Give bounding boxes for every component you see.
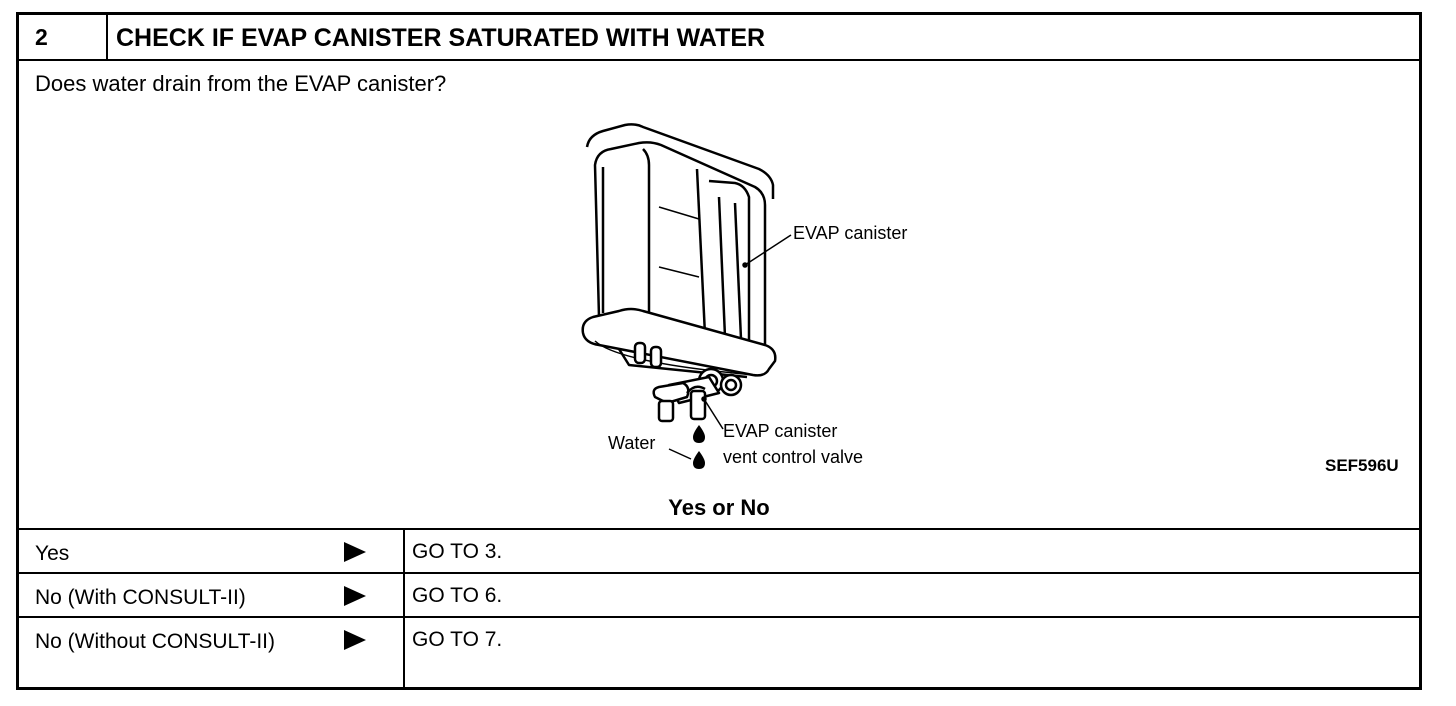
label-water: Water [608,433,656,453]
question-text: Does water drain from the EVAP canister? [35,71,447,96]
result-action: GO TO 6. [412,584,503,607]
result-condition: Yes [35,542,70,565]
figure-code: SEF596U [1325,456,1399,475]
right-arrow-icon [344,586,366,606]
right-arrow-icon [344,630,366,650]
evap-canister-figure: EVAP canister EVAP canister vent control… [559,107,979,487]
result-row: Yes GO TO 3. [19,528,1419,572]
decision-prompt: Yes or No [668,495,770,520]
step-header: 2 CHECK IF EVAP CANISTER SATURATED WITH … [19,15,1419,61]
result-condition: No (Without CONSULT-II) [35,630,275,653]
result-row: No (Without CONSULT-II) GO TO 7. [19,616,1419,690]
label-vent-valve-line1: EVAP canister [723,421,838,441]
results-table: Yes GO TO 3. No (With CONSULT-II) GO TO … [19,528,1419,690]
label-vent-valve-line2: vent control valve [723,447,864,467]
result-row: No (With CONSULT-II) GO TO 6. [19,572,1419,616]
step-title: CHECK IF EVAP CANISTER SATURATED WITH WA… [116,24,766,52]
result-condition: No (With CONSULT-II) [35,586,246,609]
inspection-step-table: 2 CHECK IF EVAP CANISTER SATURATED WITH … [16,12,1422,690]
step-number: 2 [19,15,108,59]
evap-canister-illustration [581,123,792,469]
result-action: GO TO 3. [412,540,503,563]
right-arrow-icon [344,542,366,562]
result-action: GO TO 7. [412,628,503,651]
label-evap-canister: EVAP canister [793,223,908,243]
column-divider [403,528,405,690]
